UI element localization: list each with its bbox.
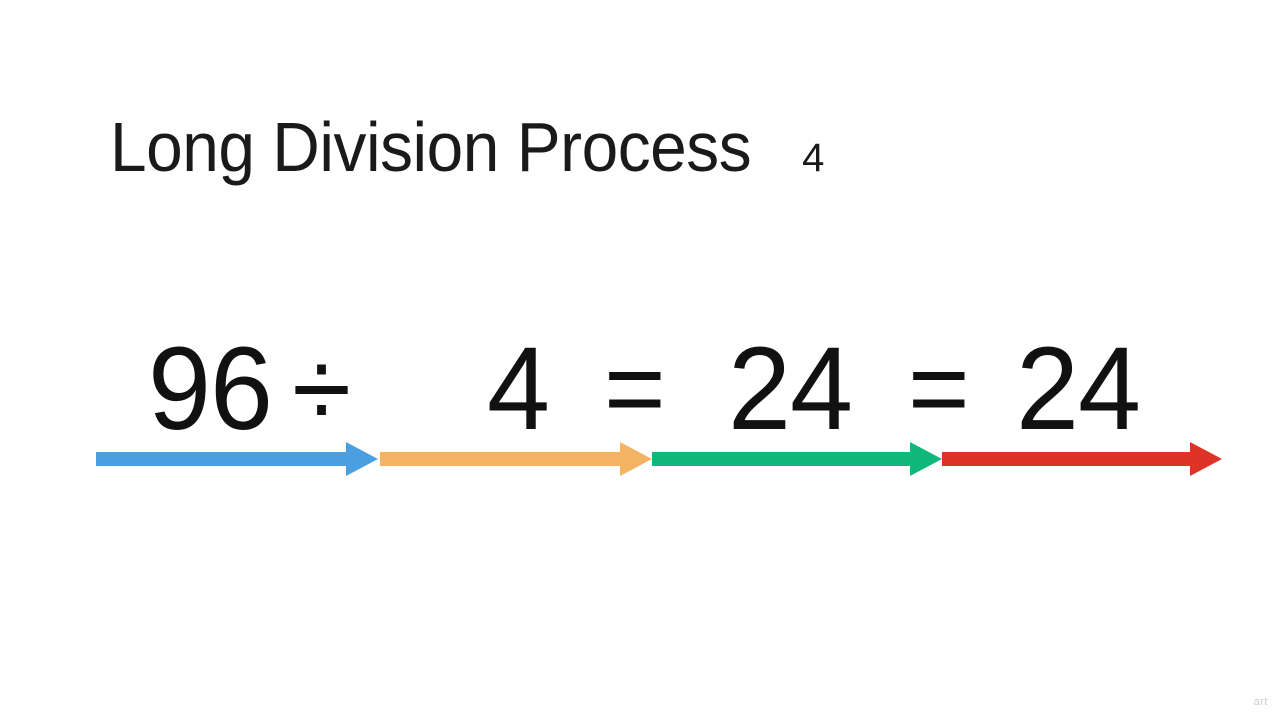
equation-token-7-number: 24 — [1016, 323, 1141, 455]
arrow-green-shape — [652, 442, 942, 476]
watermark: art — [1253, 696, 1268, 708]
page-title-suffix: 4 — [802, 136, 825, 180]
arrow-orange-shape — [380, 442, 652, 476]
arrow-green — [652, 432, 942, 488]
arrow-red-shape — [942, 442, 1222, 476]
equation-token-4-operator: = — [604, 327, 666, 450]
equation-token-3-number: 4 — [487, 323, 550, 455]
arrow-blue — [96, 432, 378, 488]
equation-row: 96÷ 4 = 24 = 24 — [0, 318, 1280, 455]
arrow-blue-shape — [96, 442, 378, 476]
equation-token-5-number: 24 — [728, 323, 853, 455]
page-title-main: Long Division Process — [110, 108, 752, 186]
arrow-band — [0, 432, 1280, 488]
equation-token-6-operator: = — [908, 327, 970, 450]
equation-token-1-number: 96 — [148, 323, 273, 455]
arrow-orange — [380, 432, 652, 488]
equation-token-2-operator: ÷ — [292, 326, 351, 451]
arrow-red — [942, 432, 1222, 488]
